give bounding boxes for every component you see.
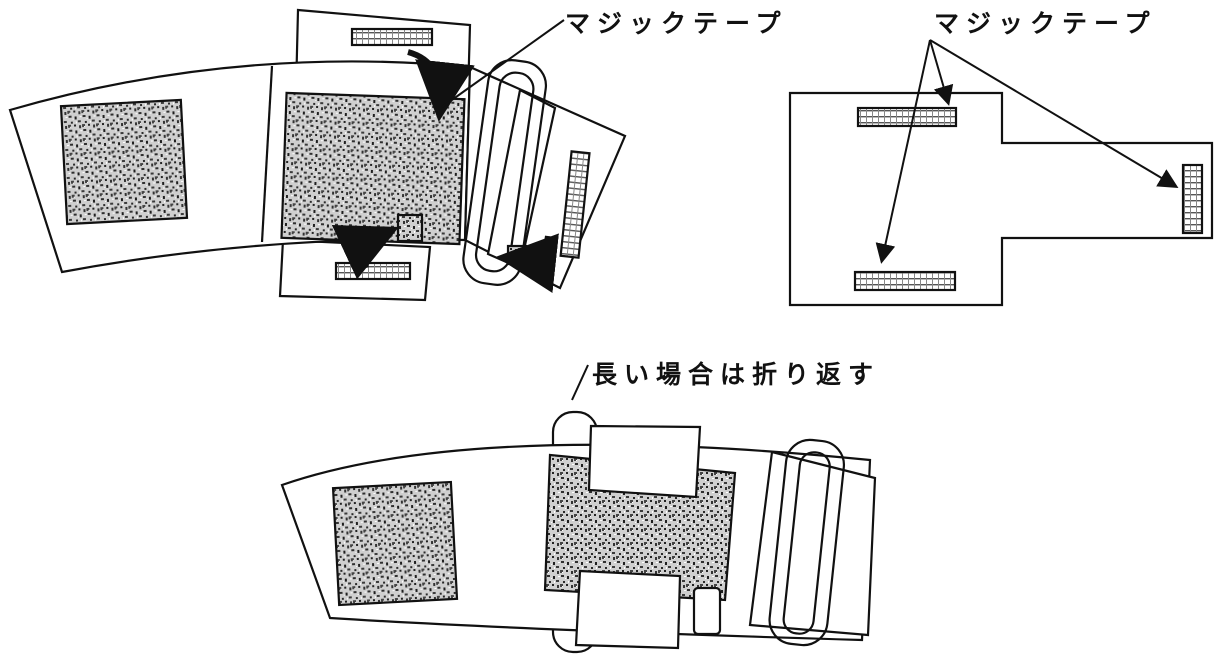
top-right-sheet [788,39,1214,307]
assembled-buckle-loop [768,438,846,647]
upper-bold-arrow [407,49,475,122]
sheet-right-patch [1181,163,1204,235]
buckle-loop [462,59,548,286]
belt-seam [260,65,274,243]
small-tab [692,586,722,636]
velcro-left-leader [441,19,565,108]
center-velcro-pad [280,91,466,246]
flat-sheet-outline [788,91,1214,307]
assembled-buckle-inner [782,451,831,635]
flap-bold-arrow [496,233,559,293]
velcro-label-left: マジックテープ [565,9,788,38]
assembled-end-flap [748,450,877,637]
bottom-assembly [280,364,877,654]
arrow-to-bottom-patch [875,39,931,264]
fold-note-leader [571,364,589,401]
upper-label-patch [350,27,434,47]
sheet-bottom-patch [853,270,957,292]
lower-bold-arrow [331,225,399,280]
lower-closure-tab [574,569,682,650]
fold-back-note: 長い場合は折り返す [592,360,881,389]
small-square-patch [396,213,424,243]
left-velcro-pad [59,98,189,226]
upper-closure-tab [587,424,702,499]
velcro-label-right: マジックテープ [934,9,1157,38]
sheet-top-patch [856,106,958,128]
assembled-left-pad [331,480,459,607]
flap-label-patch [559,150,591,259]
arrow-to-top-patch [929,39,954,106]
buckle-loop-inner [474,71,535,273]
arrow-to-right-patch [929,39,1179,189]
lower-label-patch [334,261,412,281]
top-left-assembly [8,8,627,302]
